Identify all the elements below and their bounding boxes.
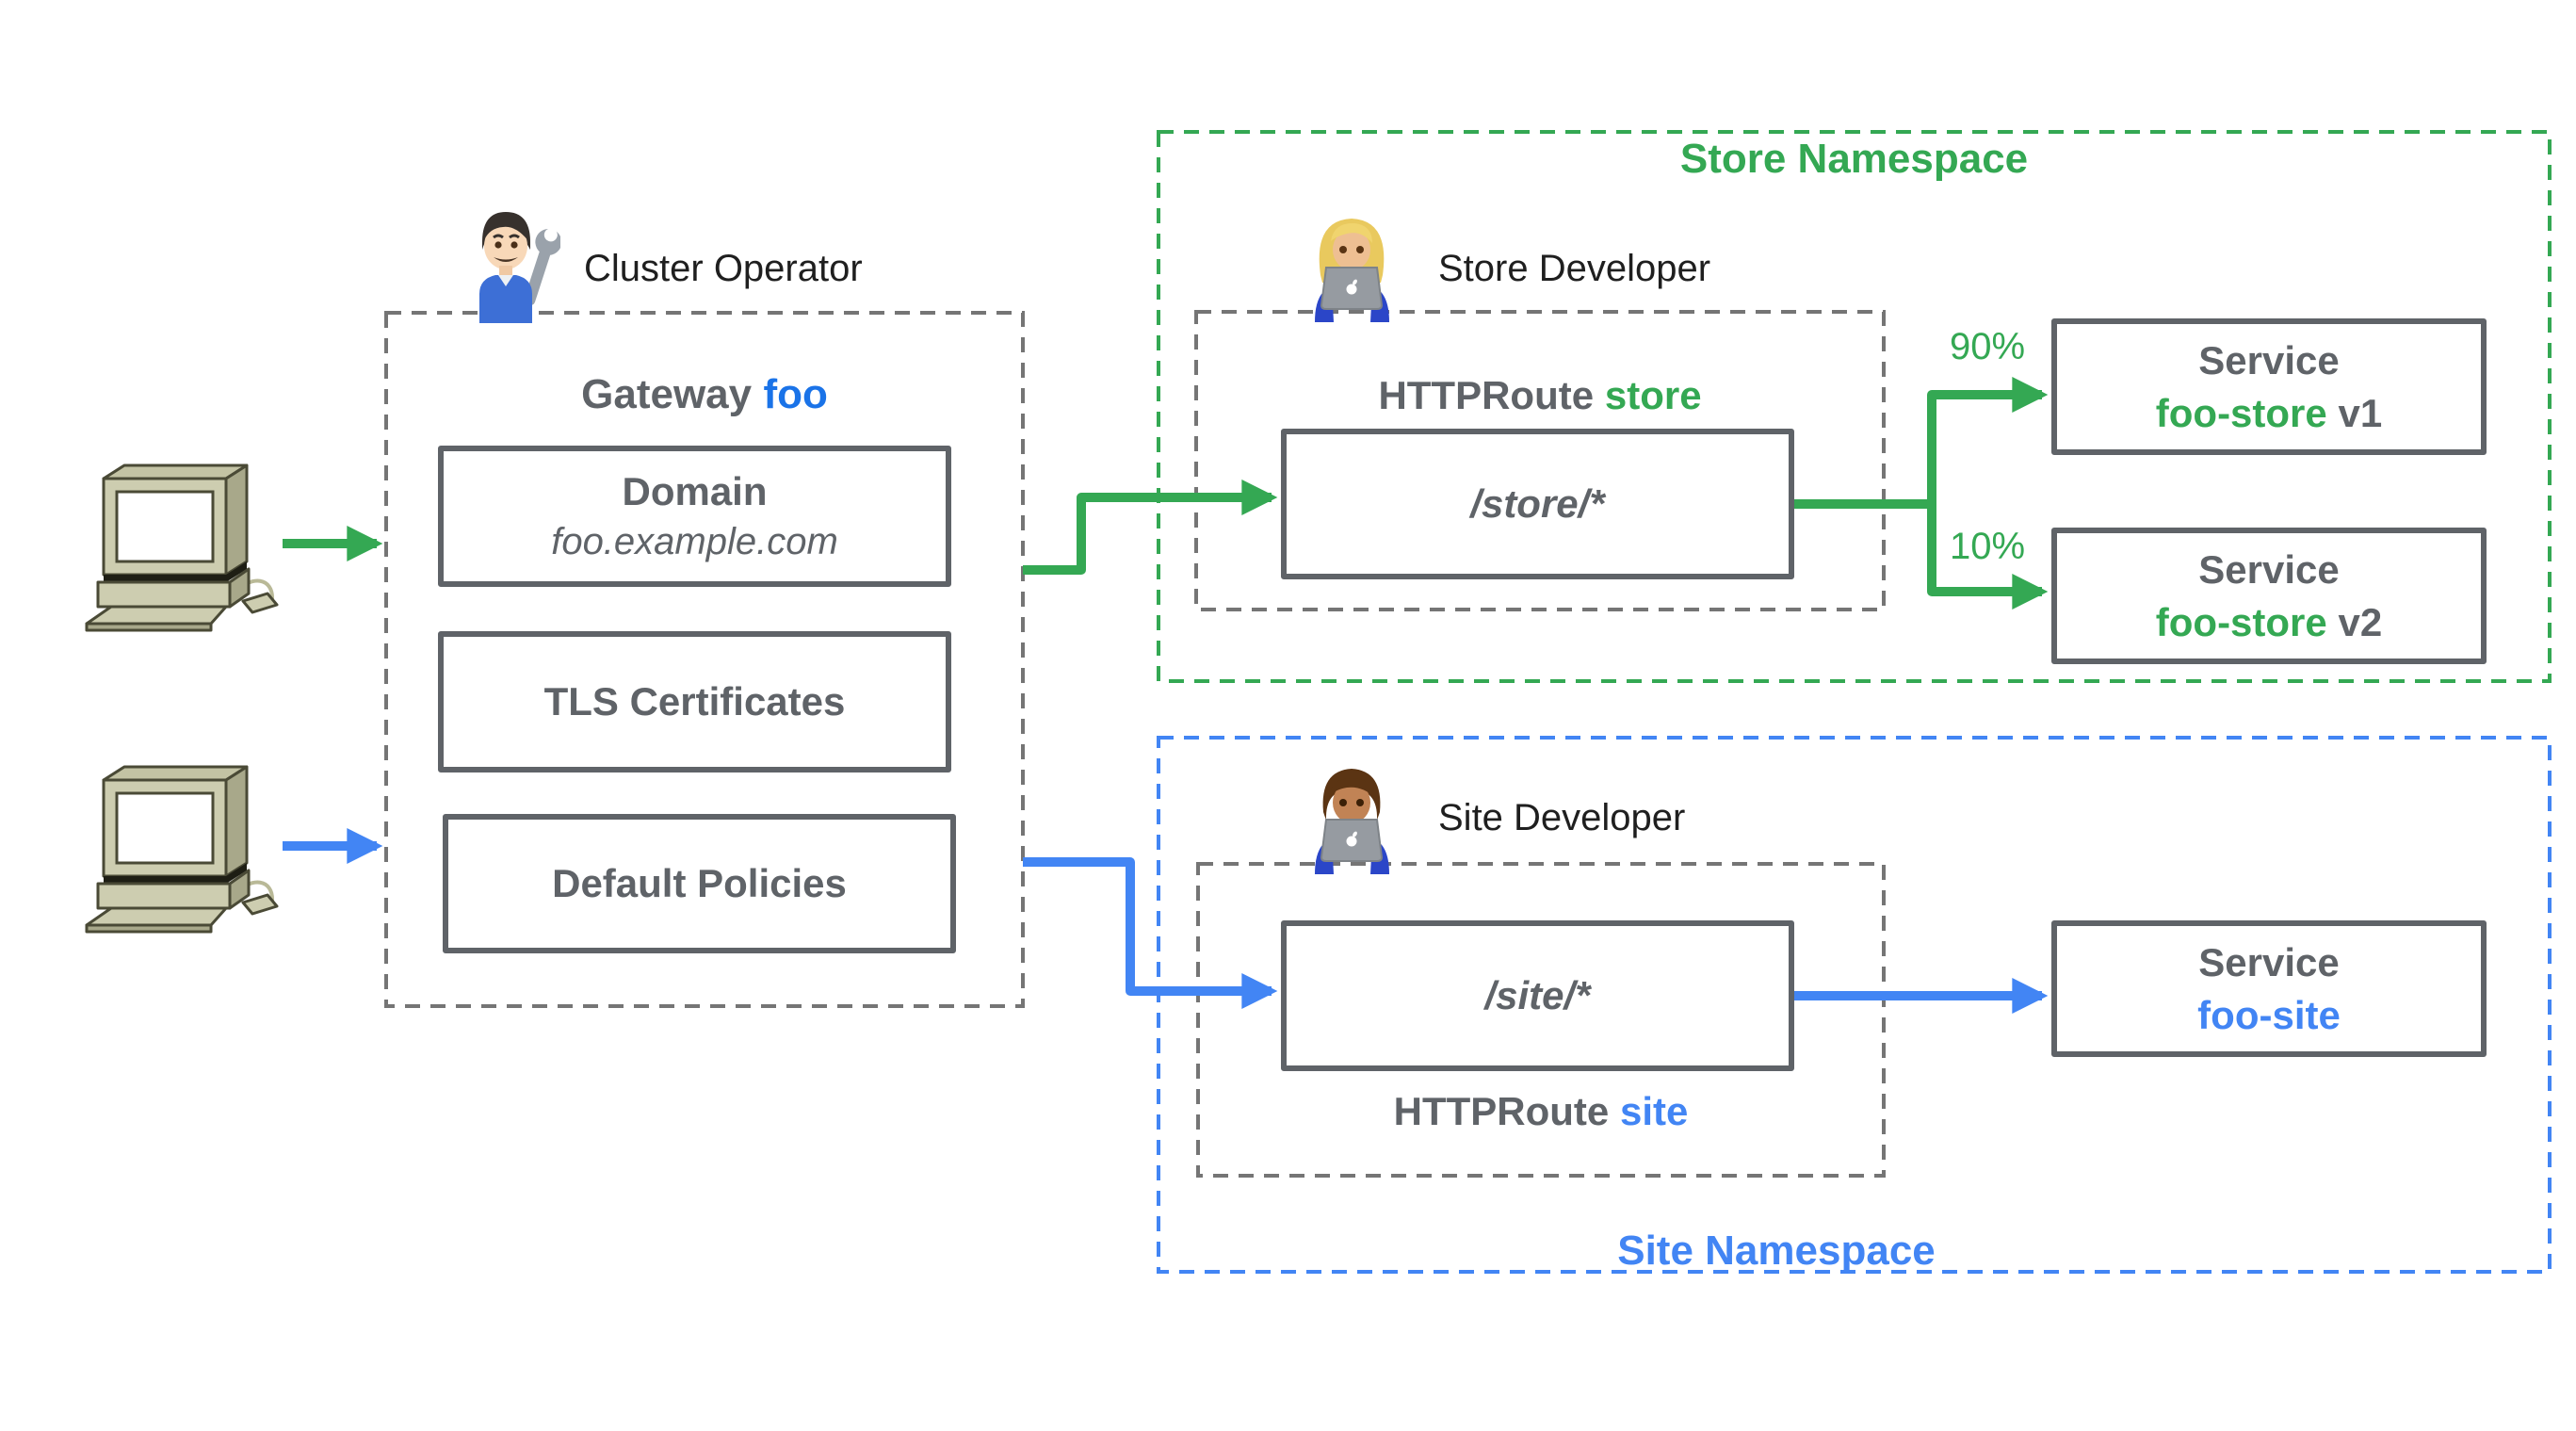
service-version: v2 xyxy=(2338,599,2383,644)
httproute-store-prefix: HTTPRoute xyxy=(1378,373,1595,417)
store-path-box: /store/* xyxy=(1281,429,1794,579)
store-developer-label: Store Developer xyxy=(1438,248,1711,289)
mechanic-emoji xyxy=(479,212,560,323)
service-kind-label: Service xyxy=(2198,547,2340,593)
store-namespace-title: Store Namespace xyxy=(1679,136,2029,182)
store-path-label: /store/* xyxy=(1470,481,1605,526)
client-computer-icon xyxy=(85,765,279,934)
site-namespace-title: Site Namespace xyxy=(1617,1228,1936,1274)
httproute-store-dashed-box xyxy=(1194,310,1886,611)
cluster-operator-label: Cluster Operator xyxy=(584,248,863,289)
store-namespace-dashed-box xyxy=(1157,130,2552,683)
httproute-site-prefix: HTTPRoute xyxy=(1393,1089,1610,1133)
httproute-store-name: store xyxy=(1604,373,1702,417)
tls-certificates-label: TLS Certificates xyxy=(543,679,846,724)
default-policies-box: Default Policies xyxy=(443,814,956,953)
service-name: foo-site xyxy=(2197,992,2341,1037)
domain-box: Domain foo.example.com xyxy=(438,446,951,587)
traffic-split-10-label: 10% xyxy=(1950,526,2026,567)
service-name: foo-store xyxy=(2155,599,2327,644)
site-path-box: /site/* xyxy=(1281,920,1794,1071)
site-developer-label: Site Developer xyxy=(1438,797,1686,838)
service-name: foo-store xyxy=(2155,390,2327,435)
domain-box-value: foo.example.com xyxy=(551,521,838,563)
site-path-label: /site/* xyxy=(1484,973,1591,1017)
tls-certificates-box: TLS Certificates xyxy=(438,631,951,772)
traffic-split-90-label: 90% xyxy=(1950,326,2026,367)
service-kind-label: Service xyxy=(2198,338,2340,383)
gateway-title-prefix: Gateway xyxy=(581,371,753,417)
site-namespace-dashed-box xyxy=(1157,736,2552,1274)
gateway-title-name: foo xyxy=(763,371,828,417)
man-technologist-emoji xyxy=(1315,769,1389,874)
domain-box-title: Domain xyxy=(622,468,768,513)
service-foo-site-box: Service foo-site xyxy=(2051,920,2487,1057)
default-policies-label: Default Policies xyxy=(552,861,847,906)
woman-technologist-emoji xyxy=(1315,219,1389,322)
client-computer-icon xyxy=(85,463,279,632)
service-kind-label: Service xyxy=(2198,940,2340,985)
httproute-site-name: site xyxy=(1620,1089,1689,1133)
gateway-dashed-box xyxy=(384,311,1025,1008)
httproute-site-dashed-box xyxy=(1196,862,1886,1178)
service-version: v1 xyxy=(2338,390,2383,435)
